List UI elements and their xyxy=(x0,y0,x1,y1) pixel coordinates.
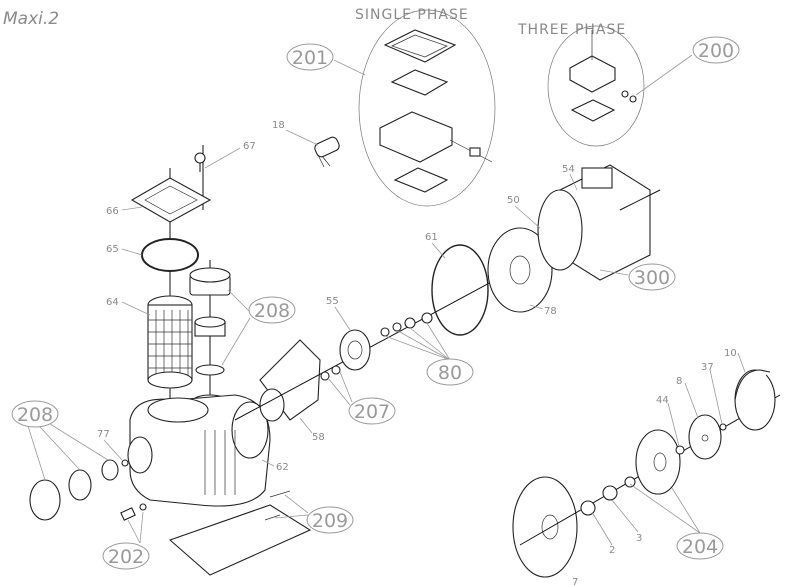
svg-text:201: 201 xyxy=(292,47,328,69)
svg-text:208: 208 xyxy=(254,300,290,322)
capacitor xyxy=(314,136,340,168)
bearing-3 xyxy=(602,485,618,501)
svg-text:202: 202 xyxy=(108,546,144,568)
rear-end-shield xyxy=(635,429,681,495)
motor xyxy=(537,164,661,281)
part-number-55: 55 xyxy=(326,296,339,307)
part-number-18: 18 xyxy=(272,120,285,131)
svg-text:300: 300 xyxy=(634,267,670,289)
seal-plate xyxy=(487,227,553,313)
diagram-title: Maxi.2 xyxy=(3,9,59,29)
part-number-67: 67 xyxy=(243,141,256,152)
part-number-58: 58 xyxy=(312,432,325,443)
part-number-66: 66 xyxy=(106,206,119,217)
part-number-44: 44 xyxy=(656,395,669,406)
wave-washer xyxy=(624,476,636,488)
single-phase-heading: SINGLE PHASE xyxy=(355,7,469,23)
three-phase-group-outline xyxy=(547,25,645,147)
fan-washer xyxy=(719,423,727,431)
svg-text:204: 204 xyxy=(682,536,718,558)
part-number-50: 50 xyxy=(507,195,520,206)
leader-lines xyxy=(27,54,746,546)
single-phase-group-outline xyxy=(358,9,496,207)
callout-200[interactable]: 200 xyxy=(692,36,740,64)
svg-text:207: 207 xyxy=(354,401,390,423)
part-number-2: 2 xyxy=(609,545,615,556)
part-number-7: 7 xyxy=(572,577,578,587)
rear-motor-flange xyxy=(512,476,578,578)
pump-base xyxy=(168,490,312,576)
part-number-8: 8 xyxy=(676,376,682,387)
mechanical-seal-set xyxy=(320,312,433,381)
part-number-37: 37 xyxy=(701,362,714,373)
fan-cover xyxy=(734,369,776,431)
terminal-box-three-phase xyxy=(569,30,637,122)
lid-screw xyxy=(194,152,206,172)
callout-207[interactable]: 207 xyxy=(348,397,396,425)
callout-80[interactable]: 80 xyxy=(426,358,474,386)
part-number-78: 78 xyxy=(544,306,557,317)
svg-text:80: 80 xyxy=(438,362,462,384)
svg-text:208: 208 xyxy=(17,404,53,426)
callout-208-upper[interactable]: 208 xyxy=(248,296,296,324)
strainer-basket xyxy=(147,295,193,389)
callout-204[interactable]: 204 xyxy=(676,532,724,560)
union-set-upper xyxy=(189,260,231,420)
three-phase-heading: THREE PHASE xyxy=(517,22,626,38)
drain-plug xyxy=(120,503,147,521)
svg-text:200: 200 xyxy=(698,40,734,62)
diffuser xyxy=(259,339,321,422)
body-o-ring xyxy=(431,244,489,336)
circlip xyxy=(675,445,685,455)
callout-202[interactable]: 202 xyxy=(102,542,150,570)
strainer-lid xyxy=(130,177,212,223)
bearing-2 xyxy=(580,500,596,516)
part-number-3: 3 xyxy=(636,533,642,544)
callout-201[interactable]: 201 xyxy=(286,43,334,71)
callout-208-left[interactable]: 208 xyxy=(11,400,59,428)
svg-text:209: 209 xyxy=(312,510,348,532)
impeller xyxy=(339,329,371,371)
part-number-77: 77 xyxy=(97,429,110,440)
part-number-54: 54 xyxy=(562,164,575,175)
part-number-64: 64 xyxy=(106,297,119,308)
pump-body xyxy=(127,394,271,507)
lid-o-ring xyxy=(141,238,199,272)
part-number-61: 61 xyxy=(425,232,438,243)
callout-300[interactable]: 300 xyxy=(628,263,676,291)
part-number-10: 10 xyxy=(724,348,737,359)
callout-209[interactable]: 209 xyxy=(306,506,354,534)
part-number-62: 62 xyxy=(276,462,289,473)
terminal-box-single-phase xyxy=(379,29,493,193)
part-number-65: 65 xyxy=(106,244,119,255)
union-set-left xyxy=(29,459,129,521)
cooling-fan xyxy=(688,414,722,460)
